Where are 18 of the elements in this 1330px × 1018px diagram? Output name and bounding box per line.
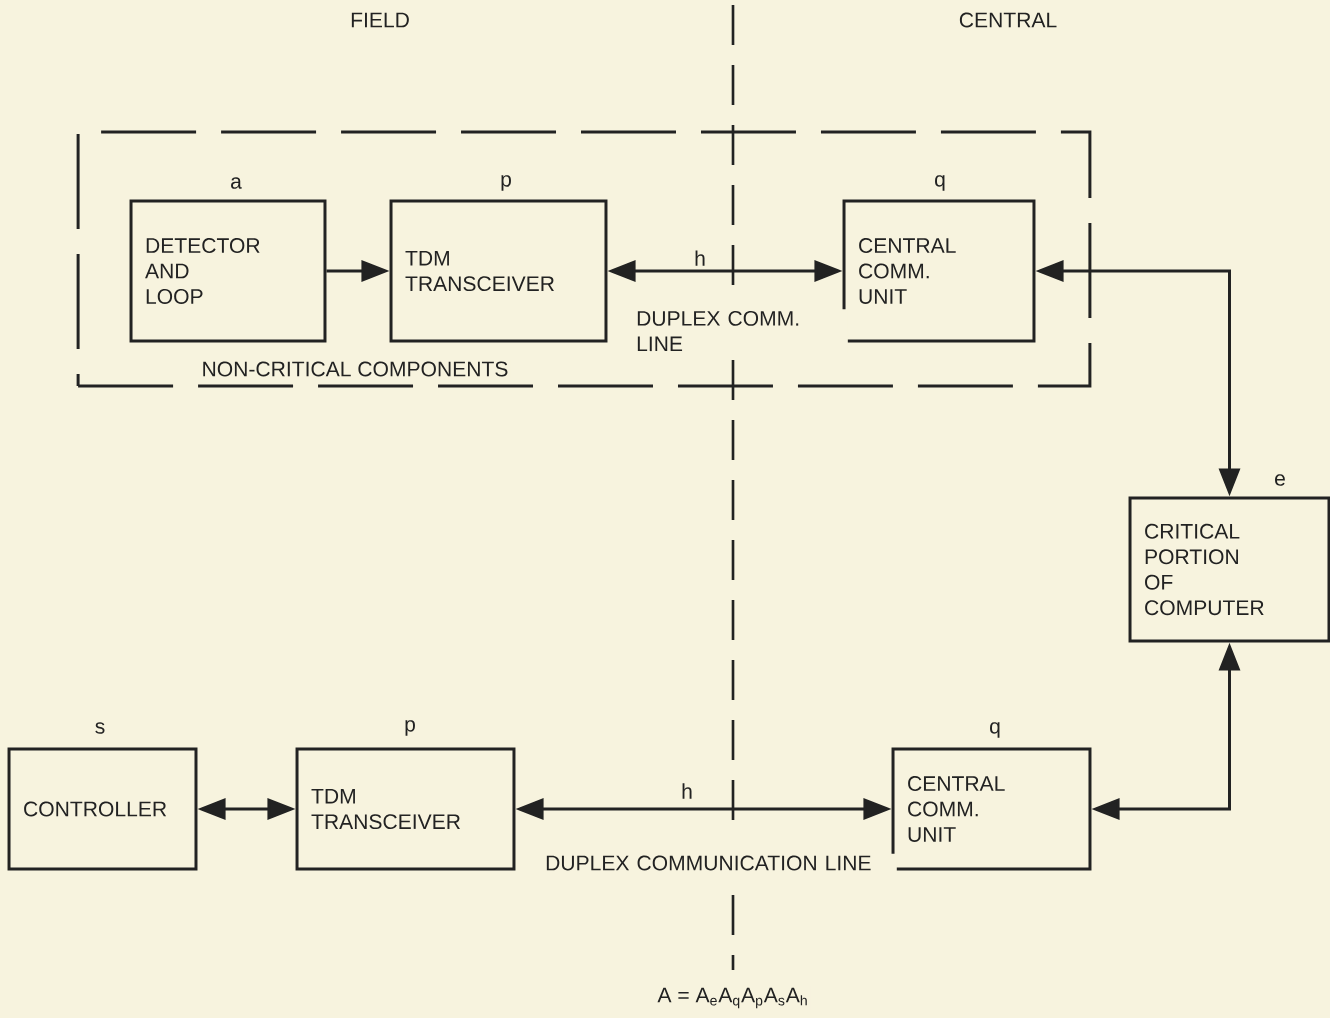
- edge-label: h: [695, 250, 705, 266]
- process-box: CONTROLLER: [7, 747, 198, 871]
- process-box: CENTRAL COMM. UNIT: [891, 747, 1092, 871]
- process-box: TDM TRANSCEIVER: [389, 199, 608, 343]
- box-letter: p: [405, 720, 415, 736]
- process-box: CENTRAL COMM. UNIT: [842, 199, 1036, 343]
- box-letter: s: [95, 722, 105, 734]
- edge-label: h: [682, 783, 692, 799]
- box-letter: q: [935, 175, 945, 191]
- box-letter: q: [990, 722, 1000, 738]
- box-letter: e: [1275, 474, 1285, 486]
- text-label: A = A$_{e}$A$_{q}$A$_{p}$A$_{s}$A$_{h}$: [655, 985, 811, 1011]
- process-box: DETECTOR AND LOOP: [129, 199, 327, 343]
- box-letter: a: [231, 177, 242, 189]
- text-label: DUPLEX COMM. LINE: [634, 309, 848, 353]
- process-box: CRITICAL PORTION OF COMPUTER: [1128, 496, 1330, 643]
- box-letter: p: [501, 175, 511, 191]
- process-box: TDM TRANSCEIVER: [295, 747, 516, 871]
